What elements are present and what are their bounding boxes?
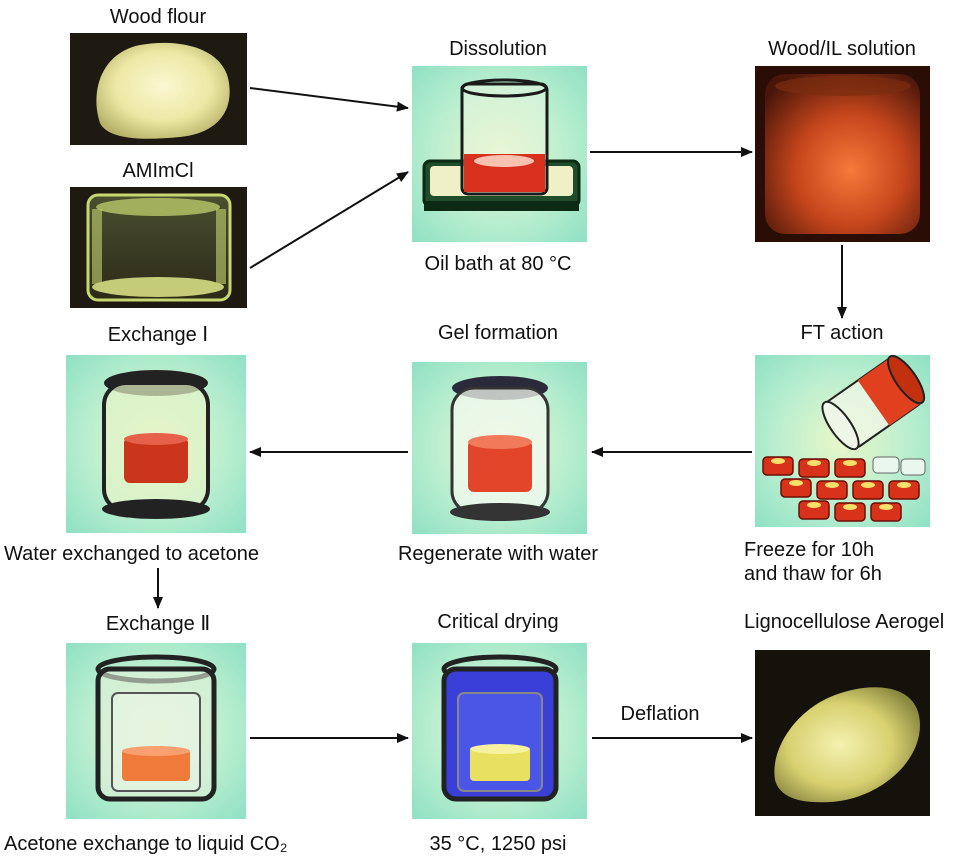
gel-disc-grid	[762, 456, 926, 522]
label-deflation: Deflation	[620, 703, 700, 725]
co2-exchange-vessel-icon	[95, 654, 217, 802]
exchange-jar-icon	[102, 370, 210, 519]
dissolution-panel	[412, 66, 587, 242]
label-aerogel: Lignocellulose Aerogel	[744, 611, 945, 633]
aerogel-icon	[774, 687, 920, 803]
label-water-exchanged: Water exchanged to acetone	[4, 543, 259, 565]
critical-drying-panel	[412, 643, 587, 819]
wood-flour-icon	[96, 42, 230, 139]
ft-action-panel	[755, 355, 930, 527]
label-gel-formation: Gel formation	[437, 322, 559, 344]
ionic-liquid-jar-icon	[86, 193, 232, 302]
label-ft-action: FT action	[800, 322, 884, 344]
label-freeze-thaw: Freeze for 10h and thaw for 6h	[744, 538, 882, 586]
aerogel-photo	[755, 650, 930, 816]
critical-drying-vessel-icon	[441, 654, 559, 802]
label-freeze-line1: Freeze for 10h	[744, 539, 875, 561]
label-wood-il-solution: Wood/IL solution	[768, 38, 916, 60]
exchange1-panel	[66, 355, 246, 533]
label-amimcl: AMImCl	[122, 160, 194, 182]
label-exchange-2: Exchange Ⅱ	[105, 613, 211, 635]
arrow-woodflour-to-dissolution	[249, 87, 409, 112]
arrow-amimcl-to-dissolution	[249, 171, 409, 269]
label-oil-bath: Oil bath at 80 °C	[424, 253, 572, 275]
label-regenerate: Regenerate with water	[397, 543, 599, 565]
oil-bath-beaker-icon	[422, 78, 581, 211]
wood-il-solution-icon	[765, 74, 920, 234]
freeze-thaw-cylinders-icon	[762, 355, 926, 522]
gel-formation-panel	[412, 362, 587, 534]
wood-flour-photo	[70, 33, 247, 145]
exchange2-panel	[66, 643, 246, 819]
amimcl-photo	[70, 187, 247, 308]
label-critical-drying: Critical drying	[437, 611, 559, 633]
wood-il-solution-photo	[755, 66, 930, 242]
label-freeze-line2: and thaw for 6h	[744, 563, 882, 585]
label-exchange-1: Exchange Ⅰ	[107, 324, 209, 346]
label-acetone-exchange: Acetone exchange to liquid CO₂	[4, 833, 288, 855]
label-drying-conditions: 35 °C, 1250 psi	[429, 833, 567, 855]
label-wood-flour: Wood flour	[109, 6, 207, 28]
label-dissolution: Dissolution	[449, 38, 547, 60]
gel-jar-icon	[450, 376, 550, 521]
